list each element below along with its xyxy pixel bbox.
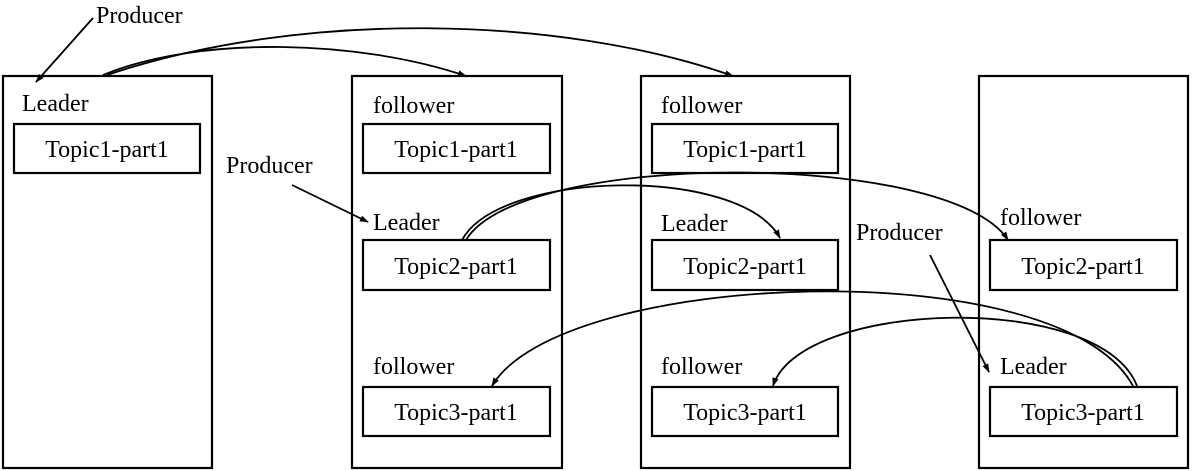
broker-4-topic2-box	[988, 238, 1179, 292]
broker-4-topic3-box	[988, 385, 1179, 438]
broker-2-topic3-box	[361, 385, 552, 438]
broker-3-topic3-box	[650, 385, 840, 438]
broker-2-topic3-partition: Topic3-part1	[394, 400, 518, 426]
topic3-replication-arrow-b	[772, 316, 1138, 387]
broker-4-follower-label: follower	[1000, 205, 1081, 231]
producer-1-arrow	[35, 17, 94, 83]
broker-3-frame	[639, 74, 852, 470]
broker-2-frame	[350, 74, 564, 470]
broker-4: follower Topic2-part1 Leader Topic3-part…	[977, 74, 1190, 470]
broker-3-topic2-box	[650, 238, 840, 292]
broker-2-topic2-box	[361, 238, 552, 292]
broker-3-follower-label-2: follower	[661, 354, 742, 380]
producer-3-arrow	[929, 254, 990, 373]
topic1-replication-arrow-b	[106, 27, 734, 77]
broker-2: follower Topic1-part1 Leader Topic2-part…	[350, 74, 564, 470]
broker-1-topic1-partition: Topic1-part1	[45, 137, 169, 163]
broker-2-leader-label: Leader	[373, 210, 440, 236]
producer-label-3: Producer	[856, 220, 943, 246]
broker-3-topic1-partition: Topic1-part1	[683, 137, 807, 163]
broker-2-follower-label: follower	[373, 93, 454, 119]
topic1-replication-arrow-a	[102, 46, 467, 77]
broker-2-topic1-box	[361, 122, 552, 175]
topic2-replication-arrow-a	[461, 184, 781, 241]
producer-label-1: Producer	[96, 3, 183, 29]
broker-4-frame	[977, 74, 1190, 470]
broker-1: Leader Topic1-part1	[1, 74, 214, 470]
broker-1-frame	[1, 74, 214, 470]
broker-3-leader-label: Leader	[661, 211, 728, 237]
broker-2-topic1-partition: Topic1-part1	[394, 137, 518, 163]
producer-2-arrow	[291, 184, 369, 223]
producer-label-2: Producer	[226, 153, 313, 179]
broker-3-follower-label: follower	[661, 93, 742, 119]
broker-2-follower-label-2: follower	[373, 354, 454, 380]
topic2-replication-arrow-b	[465, 171, 1009, 241]
broker-3-topic2-partition: Topic2-part1	[683, 254, 807, 280]
broker-4-topic2-partition: Topic2-part1	[1021, 254, 1145, 280]
broker-4-leader-label: Leader	[1000, 354, 1067, 380]
broker-3-topic3-partition: Topic3-part1	[683, 400, 807, 426]
broker-4-topic3-partition: Topic3-part1	[1021, 400, 1145, 426]
broker-1-leader-label: Leader	[22, 91, 89, 117]
broker-2-topic2-partition: Topic2-part1	[394, 254, 518, 280]
broker-1-partition-box	[12, 122, 202, 175]
broker-3: follower Topic1-part1 Leader Topic2-part…	[639, 74, 852, 470]
